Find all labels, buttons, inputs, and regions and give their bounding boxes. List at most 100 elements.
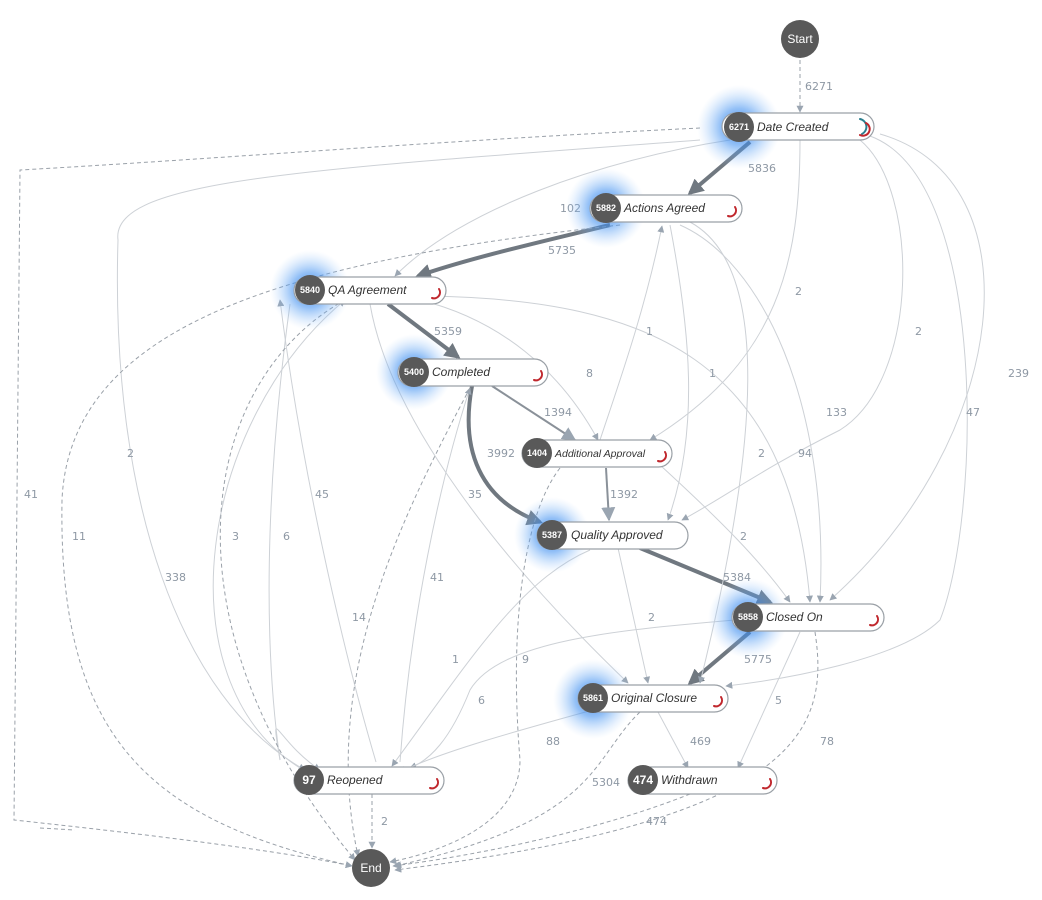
edge-reopened-qa-3[interactable] — [212, 299, 346, 769]
edge-additional-closed[interactable] — [659, 464, 791, 603]
node-count: 5882 — [596, 203, 616, 213]
node-count: 5387 — [542, 530, 562, 540]
edge-date-closed[interactable] — [829, 133, 985, 601]
node-label: Quality Approved — [571, 528, 663, 542]
edge-original-withdrawn[interactable] — [657, 711, 689, 769]
start-node[interactable]: Start — [781, 20, 819, 58]
edge-label-withdrawn-end: 474 — [646, 815, 667, 828]
edge-qa-end[interactable] — [219, 299, 356, 861]
edge-additional-actions[interactable] — [599, 225, 665, 441]
node-original-closure[interactable]: 5861 Original Closure — [577, 683, 729, 713]
node-actions-agreed[interactable]: 5882 Actions Agreed — [589, 193, 743, 223]
node-count: 5861 — [583, 693, 603, 703]
edge-actions-quality[interactable] — [666, 224, 690, 521]
edge-label-reopened-qa-3: 3 — [232, 530, 239, 543]
edge-label-qa-completed: 5359 — [434, 325, 462, 338]
red-arc-icon — [859, 122, 871, 137]
edge-date-end[interactable] — [13, 127, 701, 869]
edge-label-additional-quality: 1392 — [610, 488, 638, 501]
edge-label-actions-quality: 1 — [709, 367, 716, 380]
node-count: 6271 — [729, 122, 749, 132]
edge-label-qa-closed: 94 — [798, 447, 812, 460]
edge-label-date-closed: 239 — [1008, 367, 1029, 380]
node-count-circle — [522, 438, 552, 468]
edge-completed-additional[interactable] — [491, 385, 577, 441]
end-label: End — [360, 861, 381, 875]
edge-additional-quality[interactable] — [601, 467, 616, 522]
node-count: 5840 — [300, 285, 320, 295]
teal-arc-icon — [859, 118, 868, 135]
edge-date-quality[interactable] — [681, 139, 904, 521]
node-count-circle — [724, 112, 754, 142]
red-arc-icon — [431, 288, 442, 300]
edge-original-end[interactable] — [394, 711, 641, 869]
node-label: Closed On — [766, 610, 823, 624]
edge-qa-additional[interactable] — [419, 299, 599, 441]
node-count-circle — [733, 602, 763, 632]
edge-actions-closed[interactable] — [679, 224, 824, 603]
node-count: 5858 — [738, 612, 758, 622]
edge-label-original-reopened: 88 — [546, 735, 560, 748]
edge-qa-reopened-a[interactable] — [268, 303, 291, 761]
node-label: Original Closure — [611, 691, 697, 705]
edge-label-reopened-completed: 41 — [430, 571, 444, 584]
edge-date-reopened[interactable] — [116, 139, 701, 771]
node-closed-on[interactable]: 5858 Closed On — [731, 602, 885, 632]
edge-withdrawn-end[interactable] — [392, 793, 691, 869]
edge-label-reopened-end: 2 — [381, 815, 388, 828]
edge-label-closed-end: 78 — [820, 735, 834, 748]
node-quality-approved[interactable]: 5387 Quality Approved — [536, 520, 689, 550]
edge-label-quality-original: 2 — [648, 611, 655, 624]
node-withdrawn[interactable]: 474 Withdrawn — [627, 765, 778, 795]
edge-quality-reopened[interactable] — [391, 549, 591, 767]
edge-label-start-date: 6271 — [805, 80, 833, 93]
node-additional-approval[interactable]: 1404 Additional Approval — [521, 438, 673, 468]
edge-label-qa-end: 338 — [165, 571, 186, 584]
node-date-created[interactable]: 6271 Date Created — [721, 112, 875, 142]
edge-qa-closed[interactable] — [429, 295, 813, 603]
node-count: 5400 — [404, 367, 424, 377]
edge-label-qa-additional: 8 — [586, 367, 593, 380]
node-count-circle — [294, 765, 324, 795]
edge-reopened-completed[interactable] — [399, 387, 472, 763]
node-completed[interactable]: 5400 Completed — [397, 357, 549, 387]
edge-label-actions-end: 11 — [72, 530, 86, 543]
edge-actions-original[interactable] — [689, 221, 749, 684]
end-node[interactable]: End — [352, 849, 390, 887]
red-arc-icon — [869, 615, 880, 627]
edge-closed-reopened[interactable] — [409, 619, 736, 769]
edge-date-qa[interactable] — [394, 139, 731, 277]
node-label: QA Agreement — [328, 283, 407, 297]
node-count-circle — [295, 275, 325, 305]
edge-date-additional[interactable] — [649, 139, 801, 441]
edge-label-actions-qa: 5735 — [548, 244, 576, 257]
edge-qa-reopened[interactable] — [275, 728, 321, 771]
node-qa-agreement[interactable]: 5840 QA Agreement — [293, 275, 447, 305]
node-label: Reopened — [327, 773, 383, 787]
node-count-circle — [578, 683, 608, 713]
edge-label-actions-original-133: 133 — [826, 406, 847, 419]
edge-reopened-qa[interactable] — [277, 299, 377, 763]
red-arc-icon — [727, 206, 738, 218]
edge-label-additional-actions: 1 — [646, 325, 653, 338]
edge-date-original[interactable] — [725, 135, 968, 689]
red-arc-icon — [657, 451, 668, 463]
node-count: 474 — [633, 773, 653, 787]
edge-completed-quality[interactable] — [466, 385, 544, 526]
edge-quality-original[interactable] — [617, 547, 651, 684]
edge-label-completed-end: 14 — [352, 611, 366, 624]
edge-label-completed-quality: 3992 — [487, 447, 515, 460]
edge-label-reopened-qa-6: 6 — [283, 530, 290, 543]
edge-qa-completed[interactable] — [386, 302, 461, 359]
edge-label-qa-reopened: 45 — [315, 488, 329, 501]
edge-completed-end[interactable] — [347, 387, 471, 857]
edge-closed-withdrawn[interactable] — [737, 631, 801, 769]
node-label: Completed — [432, 365, 490, 379]
node-reopened[interactable]: 97 Reopened — [293, 765, 445, 795]
edge-label-date-original: 2 — [915, 325, 922, 338]
edge-label-original-withdrawn: 469 — [690, 735, 711, 748]
edge-actions-end[interactable] — [61, 224, 621, 869]
red-arc-icon — [429, 778, 440, 790]
edges — [13, 60, 985, 873]
